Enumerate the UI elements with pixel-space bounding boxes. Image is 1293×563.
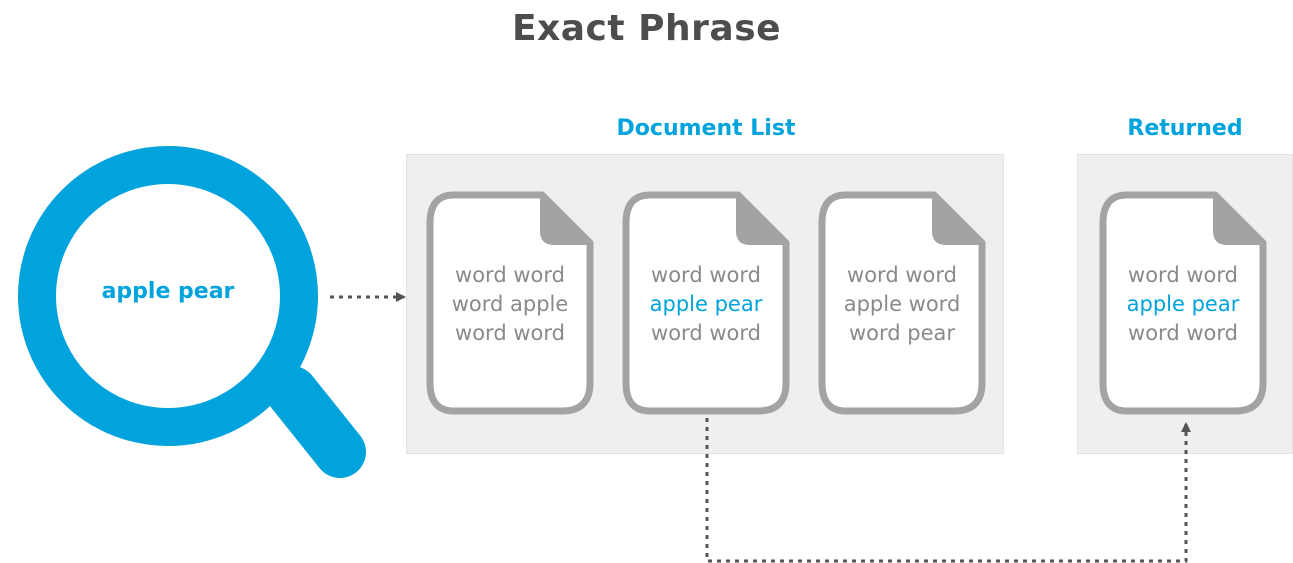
document-outline [426, 191, 594, 415]
document-line: word word [455, 321, 565, 345]
document-line: word word [455, 263, 565, 287]
diagram-title: Exact Phrase [511, 8, 782, 49]
document-outline [1099, 191, 1267, 415]
document-line: word pear [848, 321, 956, 345]
document-icon [622, 191, 790, 415]
document-line: word word [847, 263, 957, 287]
document-card: word word apple word word pear [816, 189, 988, 419]
match-to-returned-arrow [705, 418, 1191, 563]
document-fold-corner [736, 193, 788, 245]
document-fold-corner [540, 193, 592, 245]
returned-document-card: word word apple pear word word [1097, 189, 1269, 419]
document-line: word word [651, 263, 761, 287]
search-query-text: apple pear [101, 279, 235, 304]
document-line: word apple [451, 292, 569, 316]
document-text: word word apple pear word word [620, 261, 792, 348]
document-icon [818, 191, 986, 415]
document-line-match: apple pear [1126, 292, 1240, 316]
document-text: word word apple word word pear [816, 261, 988, 348]
magnifier-handle [266, 366, 366, 478]
document-fold-corner [932, 193, 984, 245]
document-line: word word [651, 321, 761, 345]
document-text: word word apple pear word word [1097, 261, 1269, 348]
document-line: word word [1128, 263, 1238, 287]
magnifier-ring [18, 146, 318, 446]
document-line-match: apple pear [649, 292, 763, 316]
document-icon [1099, 191, 1267, 415]
document-card: word word apple pear word word [620, 189, 792, 419]
document-card: word word word apple word word [424, 189, 596, 419]
document-line: word word [1128, 321, 1238, 345]
document-outline [622, 191, 790, 415]
document-fold-corner [1213, 193, 1265, 245]
document-outline [818, 191, 986, 415]
document-icon [426, 191, 594, 415]
document-text: word word word apple word word [424, 261, 596, 348]
document-line: apple word [843, 292, 961, 316]
document-list-label: Document List [616, 116, 796, 141]
returned-label: Returned [1127, 116, 1243, 141]
